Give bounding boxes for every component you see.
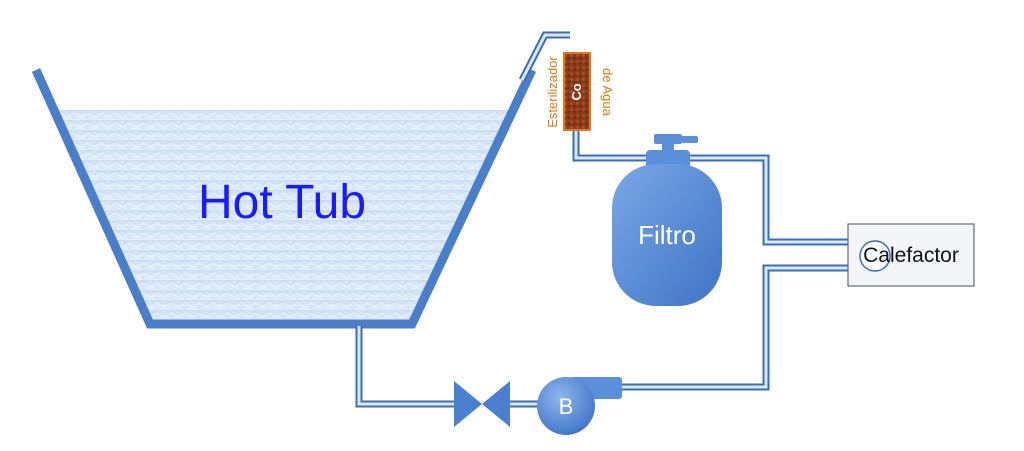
heater-gauge-icon bbox=[859, 240, 891, 272]
hot-tub: Hot Tub bbox=[31, 68, 537, 329]
pipe-drain-to-valve bbox=[355, 326, 456, 408]
filter-valve-top bbox=[654, 134, 682, 144]
filter-label: Filtro bbox=[638, 220, 696, 250]
pump-body bbox=[537, 377, 595, 435]
pipe-return-inlet-core bbox=[520, 33, 570, 81]
sterilizer-cartridge-label: Co bbox=[569, 83, 584, 100]
heater-label: Calefactor bbox=[863, 244, 959, 267]
pipe-heater-to-pump-core bbox=[616, 266, 852, 389]
filter-body bbox=[612, 164, 722, 306]
valve-right-half bbox=[482, 381, 510, 427]
pipes bbox=[355, 31, 852, 408]
pump-label: B bbox=[559, 394, 574, 419]
pipe-drain-to-valve-core bbox=[357, 326, 456, 406]
filter-tank: Filtro bbox=[612, 134, 722, 306]
sterilizer-label-line1: Esterilizador bbox=[545, 56, 560, 128]
tub-label: Hot Tub bbox=[198, 176, 366, 229]
pipe-filter-to-sterilizer-core bbox=[574, 130, 852, 244]
tub-wall bbox=[31, 68, 537, 329]
heater: Calefactor bbox=[847, 223, 975, 287]
sterilizer: Co Esterilizador de Agua bbox=[545, 52, 615, 131]
sterilizer-cartridge bbox=[563, 52, 591, 131]
pump: B bbox=[537, 377, 622, 435]
sterilizer-label-line2: de Agua bbox=[600, 68, 615, 116]
valve-left-half bbox=[454, 381, 482, 427]
filter-nozzle bbox=[680, 136, 698, 143]
filter-valve-stem bbox=[662, 142, 674, 152]
filter-neck bbox=[646, 150, 690, 168]
valve-icon bbox=[454, 381, 510, 427]
tub-water bbox=[58, 110, 510, 322]
